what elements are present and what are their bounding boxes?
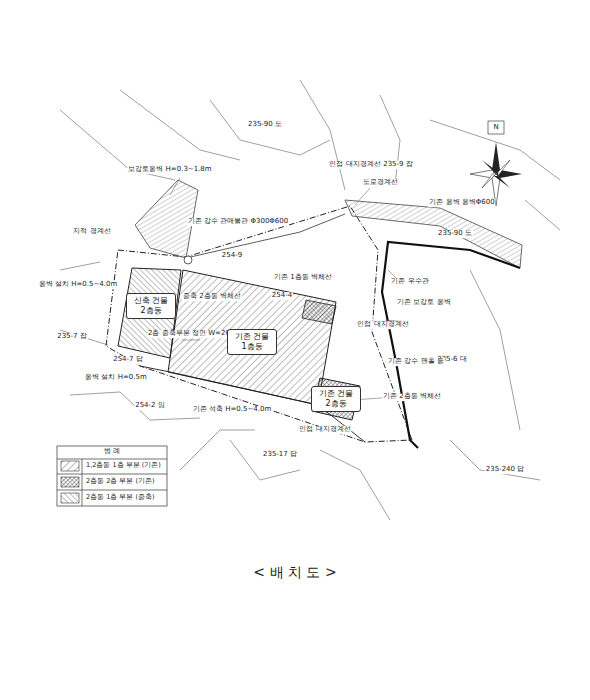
building-name: 기존 건물 2층동 [316, 389, 356, 409]
map-label: 235-7 잡 [56, 333, 88, 341]
map-label: 인접 대지경계선 [328, 161, 381, 169]
map-label: 기존 석축 H=0.5~4.0m [192, 406, 273, 414]
building-name: 기존 건물 1층동 [232, 332, 272, 352]
map-label: 254-4 [271, 292, 293, 300]
map-label: 기존 강수 맨홀 등 [387, 358, 445, 366]
legend-frame [57, 446, 167, 506]
map-label: 옹벽 설치 H=0.5~4.0m [38, 281, 119, 289]
north-mark: N [492, 124, 499, 132]
existing-building [312, 378, 360, 420]
map-label: 기존 강수 관매몰관 Φ300Φ600 [187, 218, 289, 226]
map-label: 증축 2층동 벽체선 [182, 293, 242, 301]
map-label: 254-9 [221, 252, 243, 260]
building-label: 기존 건물 2층동 [311, 386, 361, 412]
map-label: 235-240 답 [485, 466, 525, 474]
legend-text: 2층동 2층 부분 (기존) [86, 478, 155, 485]
map-label: 235-90 도 [437, 230, 473, 238]
map-label: 기존 우수관 [390, 278, 429, 286]
map-label: 인접 대지경계선 [298, 426, 351, 434]
map-label: 기존 보강토 옹벽 [396, 299, 451, 307]
legend-text: 1,2층동 1층 부분 (기존) [86, 462, 161, 469]
map-label: 기존 2층동 벽체선 [382, 393, 442, 401]
building-name: 신축 건물 2층동 [131, 296, 171, 316]
map-label: 254-2 임 [134, 402, 166, 410]
legend-swatch [61, 477, 79, 487]
map-label: 235-90 도 [247, 121, 283, 129]
legend-heading: 범 례 [103, 448, 121, 456]
map-label: 인접 대지경계선 [356, 321, 409, 329]
map-label: 도로경계선 [362, 179, 399, 187]
legend-swatch [61, 493, 79, 503]
map-label: 기존 옹벽 옹벽Φ600 [428, 199, 495, 207]
north-arrow [470, 142, 522, 206]
site-boundary [106, 206, 412, 442]
map-label: 보강토옹벽 H=0.3~1.8m [127, 166, 212, 174]
leader-lines [170, 178, 408, 400]
building-label: 신축 건물 2층동 [126, 293, 176, 319]
manhole [184, 256, 192, 264]
map-label: 기존 1층동 벽체선 [273, 274, 333, 282]
parcel-lines [60, 80, 560, 520]
annex-structure [302, 300, 336, 324]
caption: < 배 치 도 > [253, 564, 336, 582]
legend-text: 2층동 1층 부분 (증축) [86, 494, 155, 501]
existing-wall [382, 242, 520, 448]
map-label: 옹벽 설치 H=0.5m [84, 374, 148, 382]
map-label: 254-7 답 [112, 356, 144, 364]
north-box [488, 121, 504, 134]
drain-pipe [186, 214, 345, 258]
retaining-wall [345, 200, 522, 268]
map-label: 235-17 답 [262, 451, 298, 459]
building-label: 기존 건물 1층동 [227, 329, 277, 355]
map-label: 235-9 잡 [382, 161, 414, 169]
legend-swatch [61, 461, 79, 471]
map-label: 지적 경계선 [72, 228, 111, 236]
